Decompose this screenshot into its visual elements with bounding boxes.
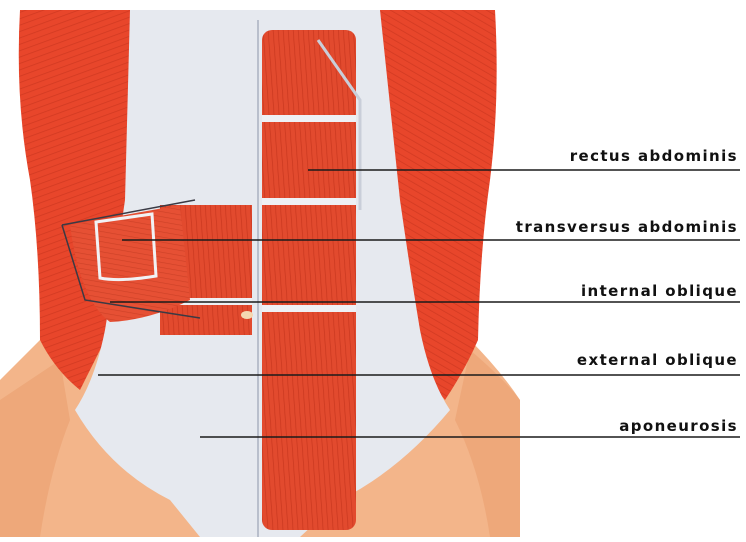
- label-external-oblique: external oblique: [577, 352, 738, 369]
- label-aponeurosis: aponeurosis: [619, 418, 738, 435]
- label-rectus-abdominis: rectus abdominis: [570, 148, 738, 165]
- label-internal-oblique: internal oblique: [581, 283, 738, 300]
- label-transversus-abdominis: transversus abdominis: [516, 219, 738, 236]
- transversus-abdominis: [96, 214, 156, 280]
